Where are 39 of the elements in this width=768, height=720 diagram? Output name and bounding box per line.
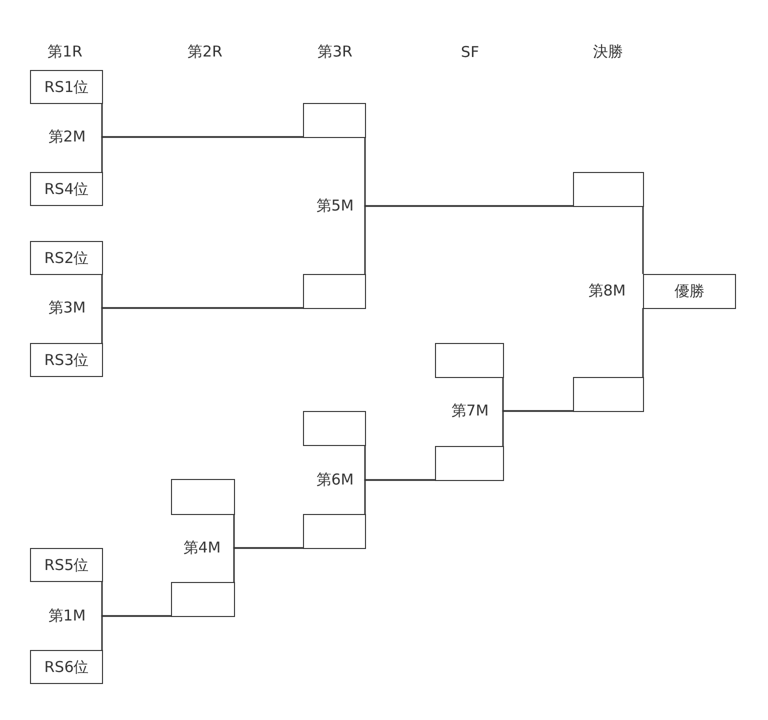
round-heading: 第2R <box>188 42 222 62</box>
empty-slot-box <box>573 377 644 412</box>
empty-slot-box <box>303 514 366 549</box>
match-label: 第3M <box>48 298 86 318</box>
match-label: 第2M <box>48 128 86 146</box>
round-heading: 第3R <box>318 42 352 62</box>
bracket-line <box>642 206 644 274</box>
bracket-line <box>364 205 573 274</box>
empty-slot-box <box>303 411 366 446</box>
round-heading: SF <box>460 43 480 61</box>
team-box: RS5位 <box>30 548 103 582</box>
bracket-line <box>502 410 573 446</box>
round-heading: 決勝 <box>593 42 623 62</box>
match-label: 第5M <box>316 196 354 216</box>
bracket-line <box>101 307 303 343</box>
match-label: 第4M <box>183 538 221 558</box>
bracket-line <box>101 136 303 172</box>
empty-slot-box <box>303 103 366 138</box>
team-box: RS1位 <box>30 70 103 104</box>
round-heading: 第1R <box>48 42 82 62</box>
team-box: RS4位 <box>30 172 103 206</box>
match-label: 第8M <box>588 282 626 300</box>
empty-slot-box <box>573 172 644 207</box>
empty-slot-box <box>303 274 366 309</box>
empty-slot-box <box>171 479 235 515</box>
bracket-line <box>364 479 435 514</box>
team-box: RS2位 <box>30 241 103 275</box>
match-label: 第6M <box>316 470 354 490</box>
match-label: 第1M <box>48 606 86 626</box>
empty-slot-box <box>435 446 504 481</box>
match-label: 第7M <box>451 402 489 420</box>
bracket-line <box>642 308 644 377</box>
bracket-line <box>233 547 303 582</box>
bracket-line <box>101 615 171 650</box>
empty-slot-box <box>171 582 235 617</box>
team-box: RS6位 <box>30 650 103 684</box>
empty-slot-box <box>435 343 504 378</box>
winner-box: 優勝 <box>643 274 736 309</box>
team-box: RS3位 <box>30 343 103 377</box>
